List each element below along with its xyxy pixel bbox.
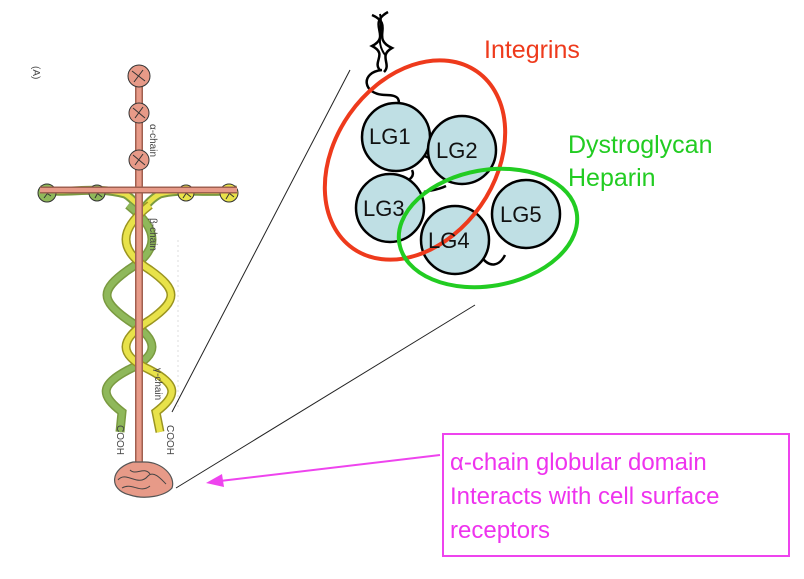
panel-tag: (A): [30, 66, 41, 80]
annotation-line-2: Interacts with cell surface: [450, 483, 720, 510]
dystroglycan-binding-region: [396, 166, 580, 290]
lg4-domain: [419, 204, 491, 276]
laminin-cross: [37, 64, 239, 498]
annotation-line-3: receptors: [450, 517, 551, 544]
annotation-line-1: α-chain globular domain: [450, 449, 707, 476]
beta-chain-label: β-chain: [147, 218, 158, 251]
heparin-label: Heparin: [568, 164, 656, 192]
lg5-label: LG5: [500, 202, 542, 227]
annotation-box: α-chain globular domain Interacts with c…: [442, 433, 790, 557]
lg2-domain: [426, 114, 498, 186]
cooh-left-label: COOH: [114, 425, 125, 455]
lg5-domain: [490, 178, 562, 250]
lg3-label: LG3: [363, 196, 405, 221]
lg2-label: LG2: [436, 138, 478, 163]
lg1-label: LG1: [369, 124, 411, 149]
pointer-arrow: [206, 454, 441, 487]
integrins-binding-region: [322, 58, 508, 262]
zoom-line-lower: [175, 304, 476, 489]
lg4-label: LG4: [428, 228, 470, 253]
alpha-chain-label: α-chain: [147, 124, 158, 158]
integrins-label: Integrins: [484, 36, 580, 64]
dystroglycan-label: Dystroglycan: [568, 131, 713, 159]
zoom-line-upper: [171, 69, 351, 413]
lg3-domain: [354, 172, 426, 244]
lg-domain-zoom: [322, 10, 580, 290]
gamma-chain-label: γ-chain: [152, 368, 163, 401]
cooh-right-label: COOH: [164, 425, 175, 455]
